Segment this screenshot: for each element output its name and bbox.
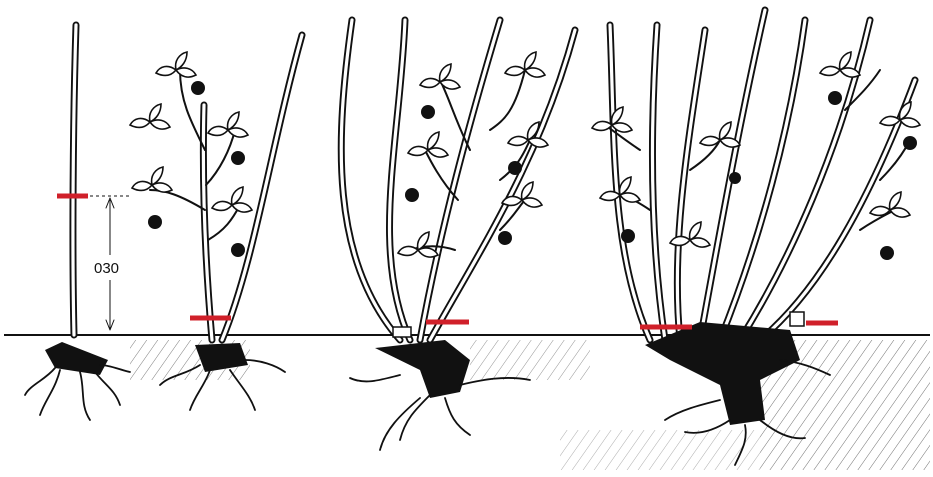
height-label: 030 bbox=[94, 260, 119, 277]
stage-third-year-bush bbox=[341, 20, 575, 450]
soil-hatching-4 bbox=[560, 430, 760, 470]
soil-hatching-2 bbox=[470, 340, 590, 380]
height-dimension: 030 bbox=[90, 196, 130, 330]
root-ball-1 bbox=[25, 342, 130, 420]
stage-first-year-cane: 030 bbox=[25, 25, 130, 420]
